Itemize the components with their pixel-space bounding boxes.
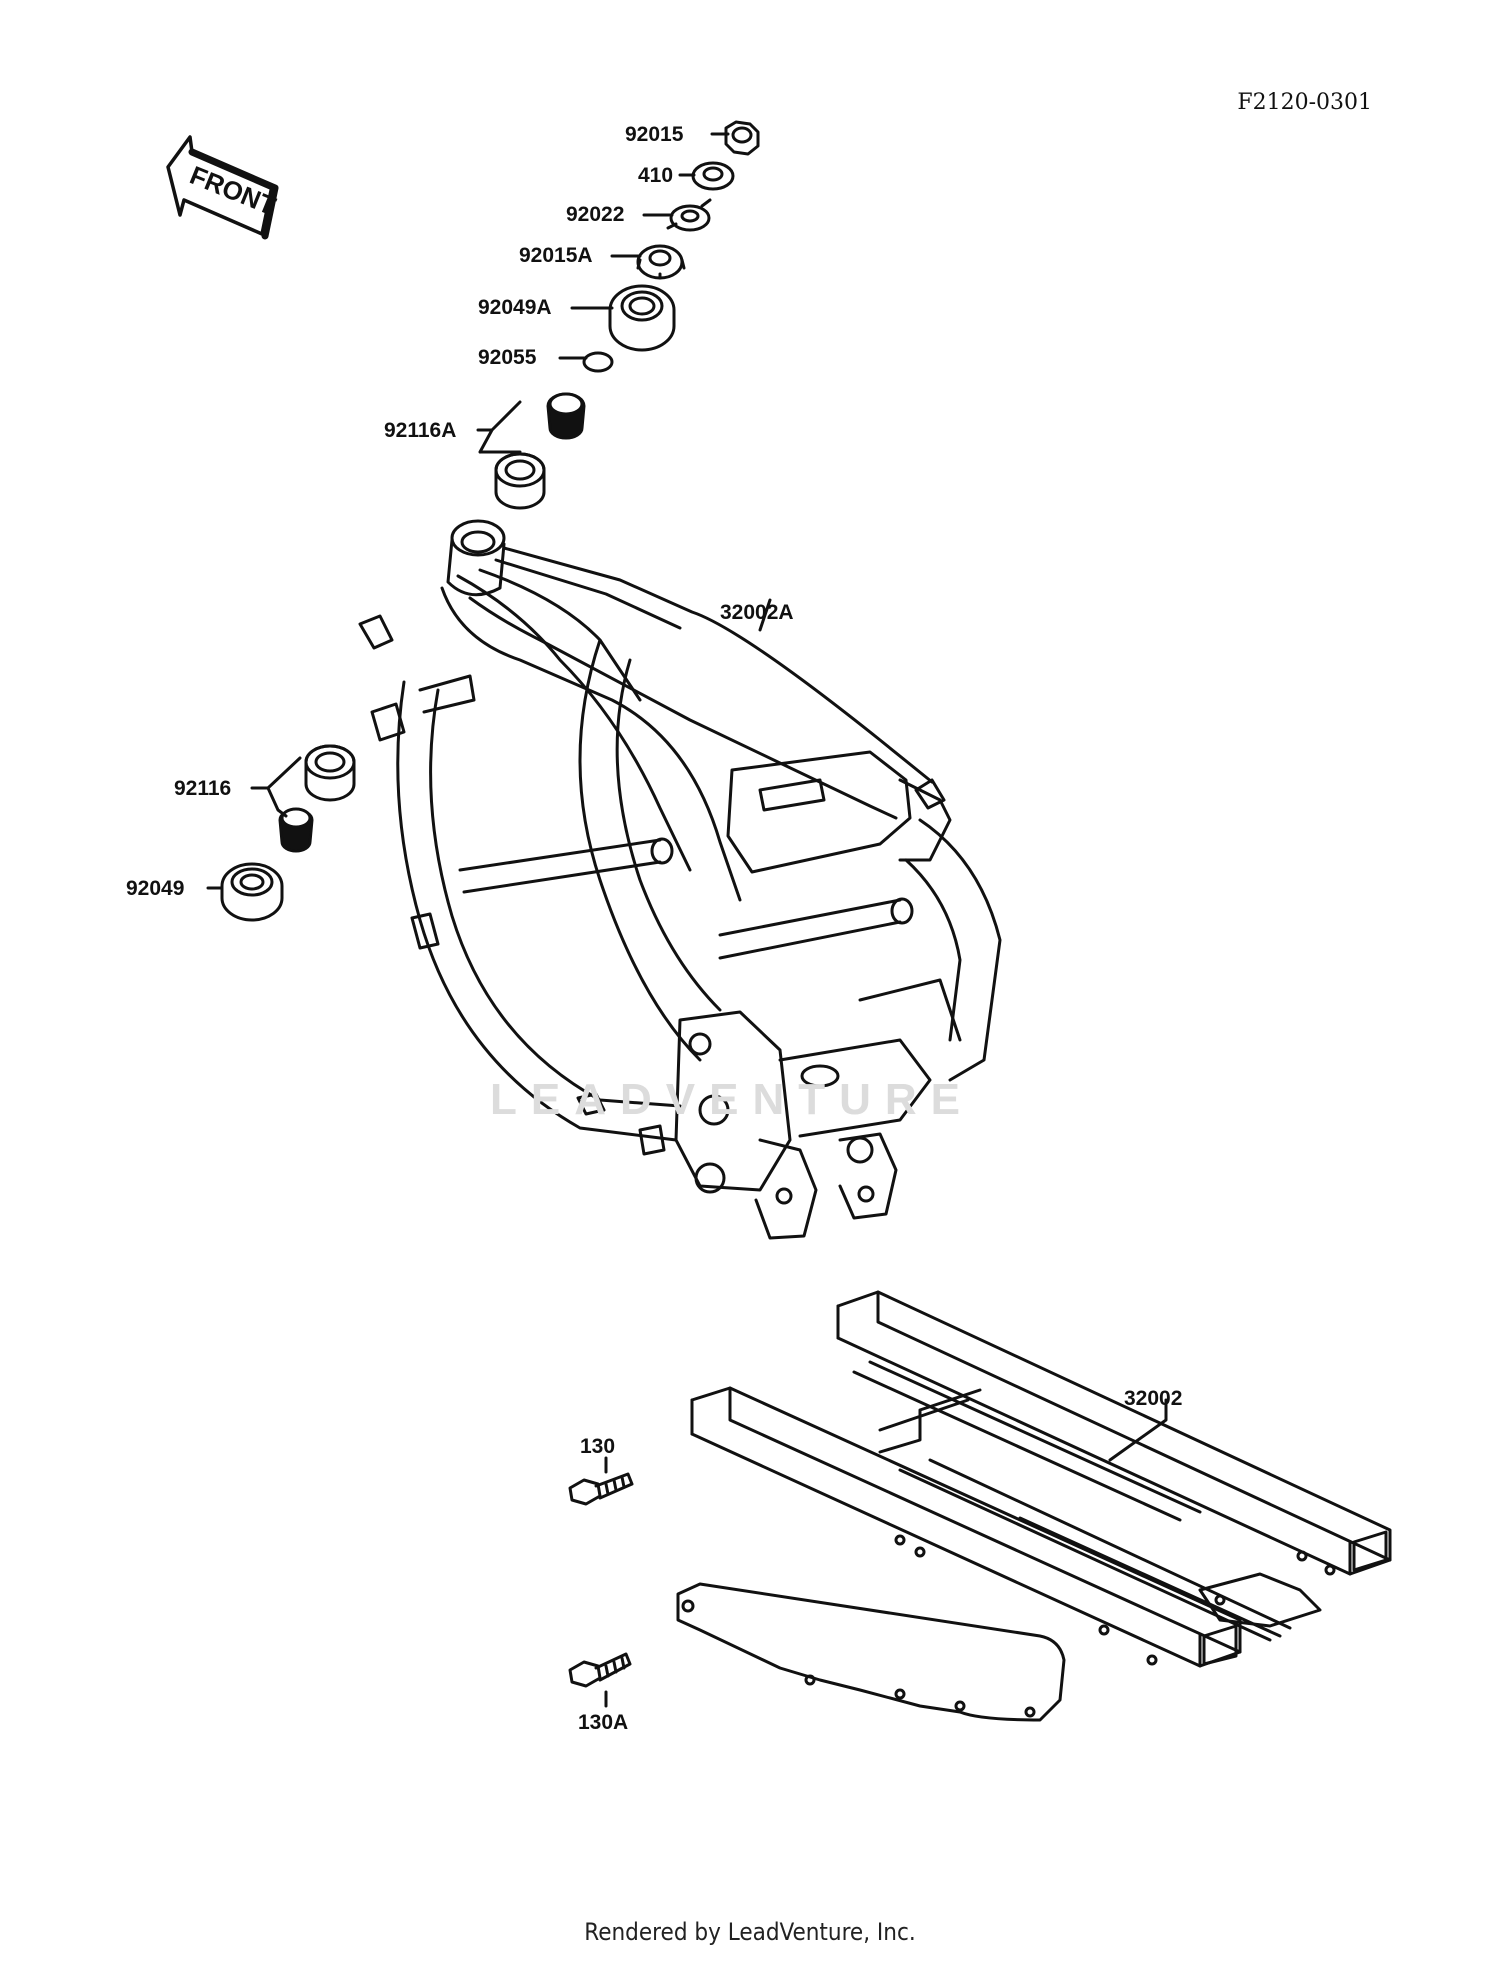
watermark-text: LEADVENTURE xyxy=(490,1075,975,1124)
callout-130: 130 xyxy=(580,1435,616,1458)
callout-92015: 92015 xyxy=(625,123,684,146)
bolt-130A-part xyxy=(568,1652,632,1688)
nut-92015-part xyxy=(724,120,760,156)
callout-92116A: 92116A xyxy=(384,419,457,442)
washer-410-part xyxy=(691,161,735,191)
bolt-130-part xyxy=(568,1472,634,1506)
callout-92049: 92049 xyxy=(126,877,185,900)
callout-32002A: 32002A xyxy=(720,601,794,624)
main-frame-32002A-part xyxy=(358,519,1002,1240)
bearing-92116-part xyxy=(278,744,356,853)
callout-130A: 130A xyxy=(578,1711,629,1734)
diagram-code: F2120-0301 xyxy=(1237,90,1372,115)
callout-92015A: 92015A xyxy=(519,244,593,267)
subframe-32002-part xyxy=(676,1290,1392,1722)
callout-32002: 32002 xyxy=(1124,1387,1183,1410)
callout-92116: 92116 xyxy=(174,777,232,800)
nut-92015A-part xyxy=(636,244,686,280)
callout-92022: 92022 xyxy=(566,203,625,226)
front-arrow-icon: FRONT xyxy=(166,135,280,240)
bearing-92116A-part xyxy=(494,392,586,510)
bearing-race-92049-part xyxy=(220,862,284,922)
seal-92055-part xyxy=(582,351,614,373)
callout-92049A: 92049A xyxy=(478,296,552,319)
callout-92055: 92055 xyxy=(478,346,537,369)
bearing-race-92049A-part xyxy=(608,284,676,352)
callout-410: 410 xyxy=(638,164,674,187)
footer-credit: Rendered by LeadVenture, Inc. xyxy=(584,1918,916,1946)
lock-washer-92022-part xyxy=(666,198,712,232)
